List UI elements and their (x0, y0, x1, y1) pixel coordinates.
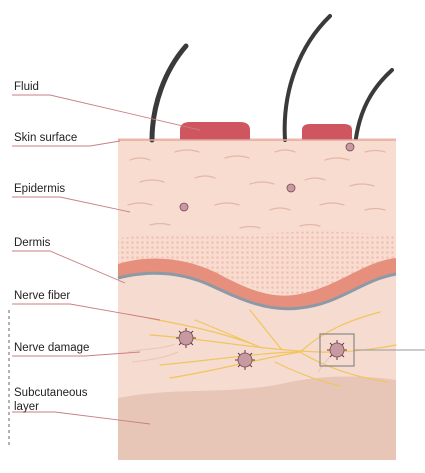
label-dermis: Dermis (14, 236, 50, 250)
label-nerve-fiber: Nerve fiber (14, 289, 70, 303)
leader-dermis (12, 251, 125, 283)
blister-2 (302, 124, 352, 140)
blister-1 (180, 122, 250, 140)
virus-icon (346, 143, 354, 151)
hair-2 (285, 16, 330, 140)
label-subcutaneous: Subcutaneous layer (14, 386, 88, 414)
label-epidermis: Epidermis (14, 182, 65, 196)
label-nerve-damage: Nerve damage (14, 341, 89, 355)
virus-icon (235, 350, 255, 370)
virus-icon (327, 340, 347, 360)
label-skin-surface: Skin surface (14, 131, 77, 145)
virus-icon (287, 184, 295, 192)
hairs (152, 16, 392, 140)
fluid-blisters (180, 122, 352, 140)
leader-epidermis (12, 197, 130, 212)
leader-fluid (12, 95, 200, 130)
virus-icon (180, 203, 188, 211)
virus-icon (176, 328, 196, 348)
label-fluid: Fluid (14, 80, 39, 94)
hair-3 (356, 70, 392, 138)
